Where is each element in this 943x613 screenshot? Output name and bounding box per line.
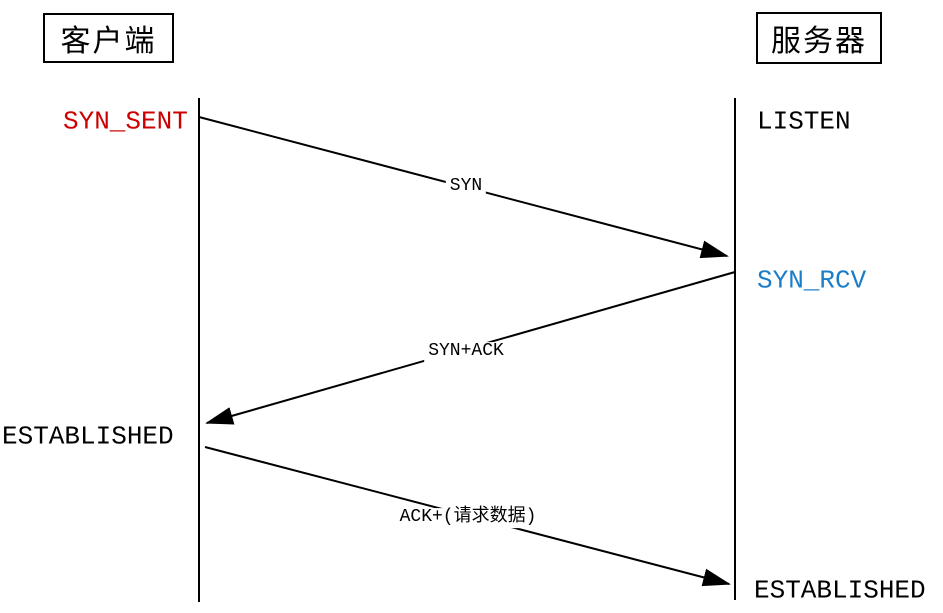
server-state-syn-rcv: SYN_RCV [757,265,867,296]
message-label-syn: SYN [445,176,487,197]
server-actor-label: 服务器 [771,25,867,58]
server-state-listen: LISTEN [757,106,851,137]
client-actor-box: 客户端 [43,13,174,63]
server-state-established: ESTABLISHED [754,575,926,606]
client-actor-label: 客户端 [60,25,157,58]
client-state-syn-sent: SYN_SENT [63,106,188,137]
message-label-syn-ack: SYN+ACK [424,341,508,362]
server-actor-box: 服务器 [756,12,882,64]
client-state-established: ESTABLISHED [2,421,174,452]
message-label-ack-data: ACK+(请求数据) [395,507,541,528]
